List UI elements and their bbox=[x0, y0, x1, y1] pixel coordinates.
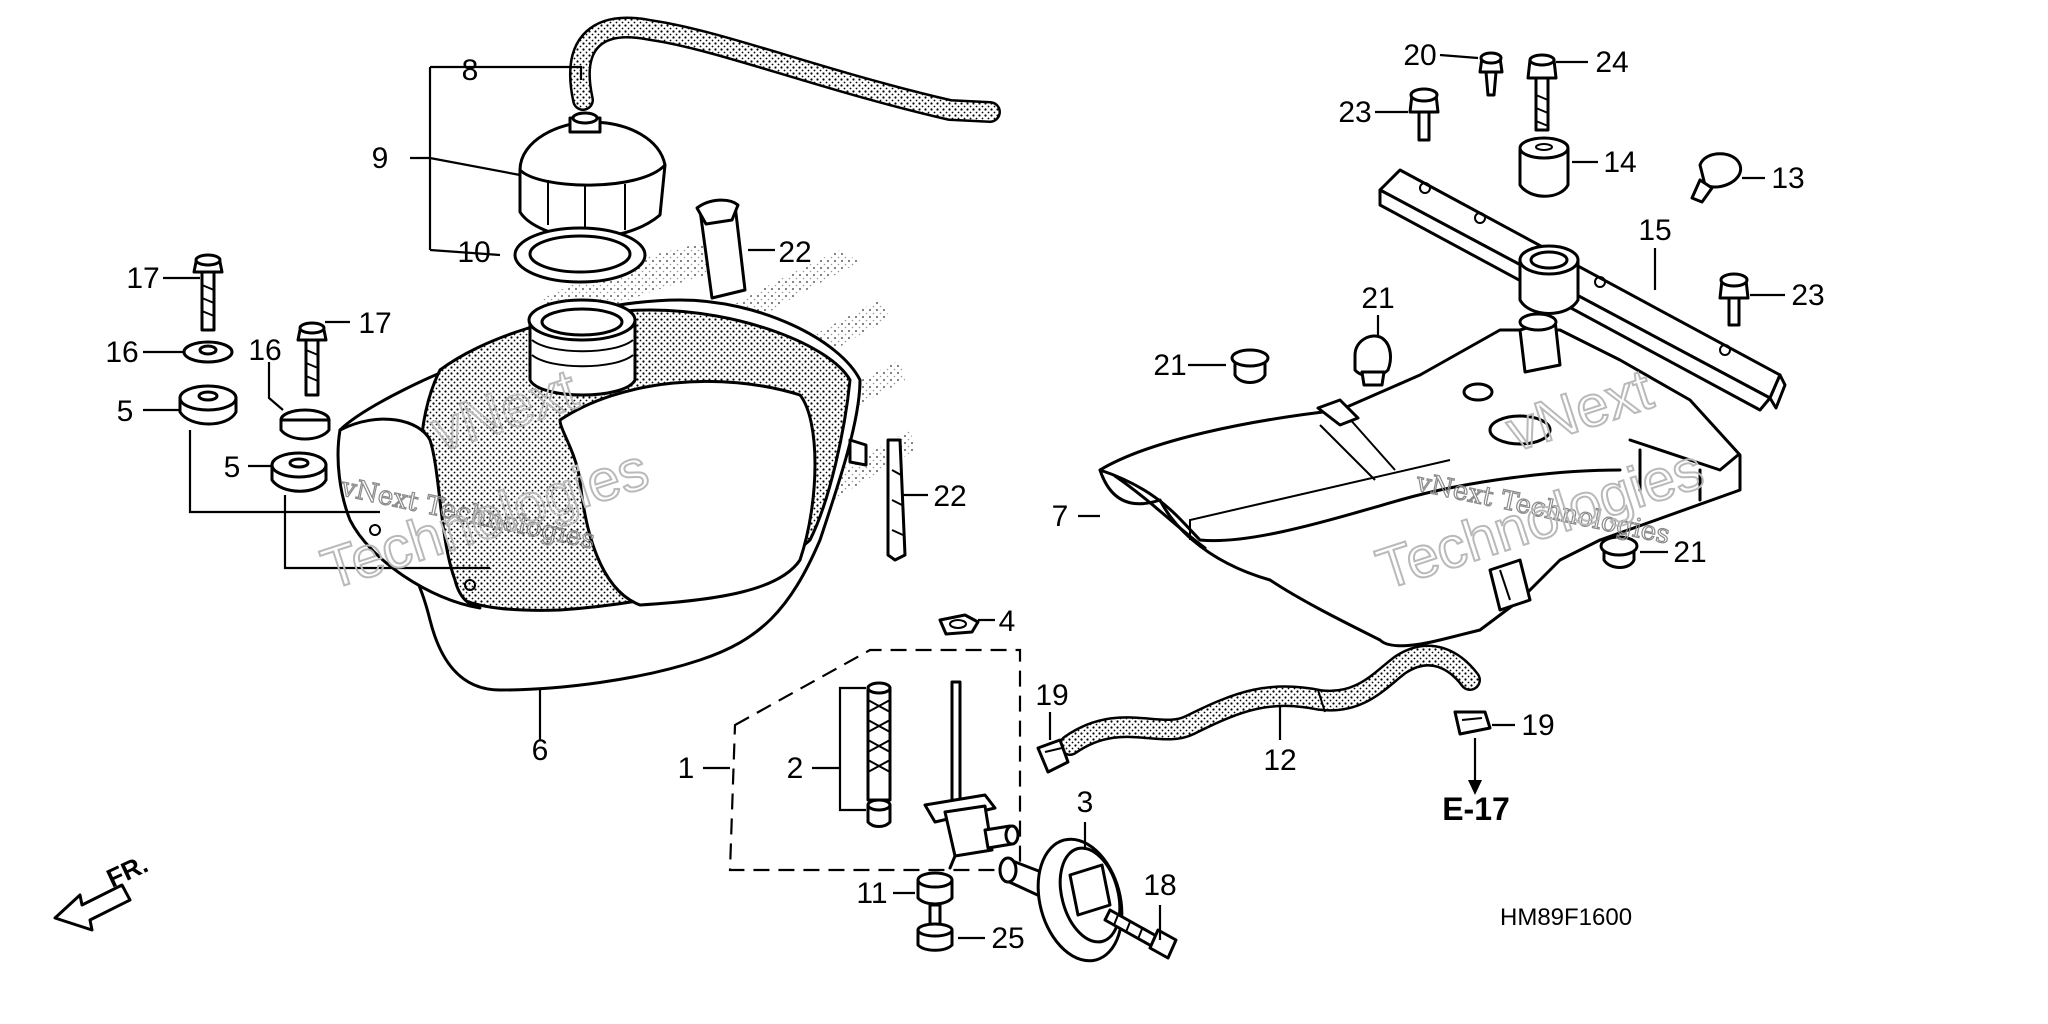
callout-14: 14 bbox=[1603, 146, 1636, 179]
lever-screw bbox=[1103, 908, 1178, 960]
fuel-line bbox=[1059, 644, 1481, 756]
nut-11 bbox=[916, 871, 954, 906]
callout-2: 2 bbox=[787, 752, 804, 785]
fuel-cap bbox=[518, 111, 667, 240]
rubber-14 bbox=[1518, 136, 1570, 198]
callout-10: 10 bbox=[457, 236, 490, 269]
callout-3: 3 bbox=[1077, 786, 1094, 819]
callout-5-right: 5 bbox=[224, 451, 241, 484]
callout-5-left: 5 bbox=[117, 395, 134, 428]
diagram-code: HM89F1600 bbox=[1500, 904, 1632, 931]
callout-19-right: 19 bbox=[1521, 709, 1554, 742]
tank-bracket bbox=[1378, 168, 1787, 412]
callout-22-lower: 22 bbox=[933, 480, 966, 513]
bolt-24 bbox=[1526, 53, 1558, 132]
screw-25 bbox=[916, 903, 954, 952]
callout-18: 18 bbox=[1143, 869, 1176, 902]
callout-17-right: 17 bbox=[358, 307, 391, 340]
callout-21-right: 21 bbox=[1673, 536, 1706, 569]
front-arrow-icon bbox=[53, 883, 132, 932]
callout-21-middle: 21 bbox=[1361, 282, 1394, 315]
reference-e17: E-17 bbox=[1442, 791, 1510, 827]
callout-24: 24 bbox=[1595, 46, 1628, 79]
leader-lines bbox=[143, 53, 1785, 940]
grommet-21-middle bbox=[1353, 334, 1392, 387]
callout-labels: 8 9 10 22 22 17 17 16 16 5 5 6 4 1 2 19 … bbox=[105, 39, 1824, 955]
hose-clamp-right bbox=[1453, 710, 1492, 736]
callout-9: 9 bbox=[372, 142, 389, 175]
callout-11: 11 bbox=[856, 877, 887, 910]
callout-7: 7 bbox=[1052, 500, 1069, 533]
nut-4 bbox=[938, 613, 980, 636]
hose-clamp-left bbox=[1036, 738, 1070, 774]
callout-12: 12 bbox=[1263, 744, 1296, 777]
callout-23-upper: 23 bbox=[1338, 96, 1371, 129]
callout-8: 8 bbox=[462, 54, 479, 87]
front-marker: FR. bbox=[102, 849, 153, 894]
callout-21-left: 21 bbox=[1153, 349, 1186, 382]
mount-hardware-left bbox=[178, 253, 238, 426]
tank-strap-lower bbox=[886, 438, 907, 562]
fuel-breather-hose bbox=[568, 16, 1001, 123]
bolt-23-right bbox=[1718, 272, 1750, 327]
callout-20: 20 bbox=[1403, 39, 1436, 72]
callout-22-upper: 22 bbox=[778, 236, 811, 269]
callout-16-right: 16 bbox=[248, 334, 281, 367]
callout-16-left: 16 bbox=[105, 336, 138, 369]
fuel-valve-assembly bbox=[728, 648, 1022, 872]
callout-6: 6 bbox=[532, 734, 549, 767]
bolt-23-upper bbox=[1408, 87, 1440, 142]
tank-strap-upper bbox=[695, 198, 747, 300]
callout-1: 1 bbox=[678, 752, 695, 785]
callout-25: 25 bbox=[991, 922, 1024, 955]
callout-17-left: 17 bbox=[126, 262, 159, 295]
grommet-21-left bbox=[1230, 348, 1270, 384]
grommet-21-right bbox=[1599, 535, 1639, 569]
tank-under-cover bbox=[1098, 312, 1742, 648]
bolt-20 bbox=[1478, 51, 1504, 97]
callout-4: 4 bbox=[999, 605, 1016, 638]
mount-hardware-right bbox=[270, 321, 331, 493]
cap-gasket bbox=[513, 226, 647, 284]
valve-lever bbox=[998, 837, 1124, 963]
clip-13 bbox=[1690, 152, 1743, 204]
fuel-tank bbox=[336, 298, 868, 692]
callout-13: 13 bbox=[1771, 162, 1804, 195]
callout-15: 15 bbox=[1638, 214, 1671, 247]
callout-19-left: 19 bbox=[1035, 679, 1068, 712]
callout-23-right: 23 bbox=[1791, 279, 1824, 312]
